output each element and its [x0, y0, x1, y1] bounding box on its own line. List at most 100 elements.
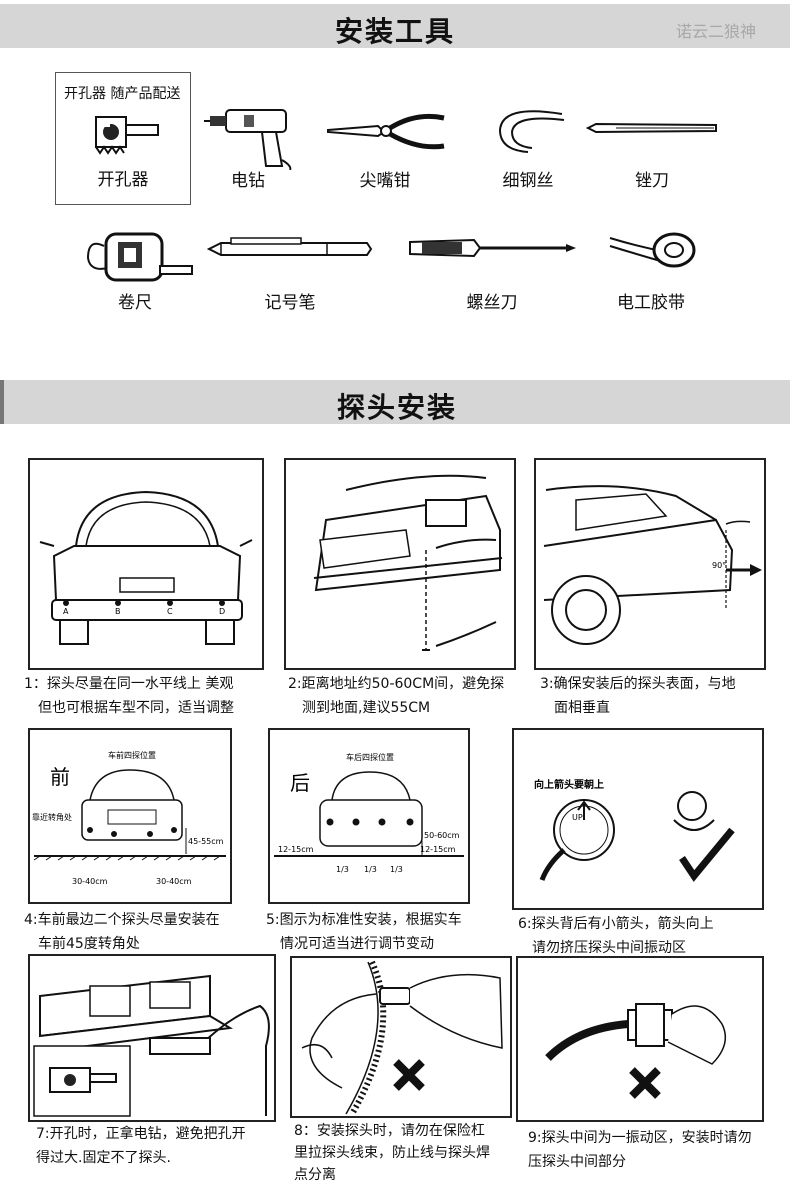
tool-label-wire: 细钢丝 — [502, 171, 554, 191]
step5-figure: 后 车后四探位置 50-60cm 12-15cm 12-15cm 1/3 1/3… — [268, 728, 470, 904]
car-perpendicular-illustration: 90° — [543, 485, 762, 645]
step2-caption: 2:距离地址约50-60CM间，避免探 测到地面,建议55CM — [288, 672, 504, 720]
tool-label-electrical-tape: 电工胶带 — [617, 293, 685, 313]
tools-header: 安装工具 诺云二狼神 — [0, 4, 790, 48]
wire-icon — [498, 110, 565, 153]
step1-caption: 1：探头尽量在同一水平线上 美观 但也可根据车型不同，适当调整 — [24, 672, 234, 720]
step4-figure: 前 车前四探位置 靠近转角处 45-55cm 30-40cm 30-40cm — [28, 728, 232, 904]
tool-marker-pen: 记号笔 — [205, 222, 375, 322]
supplied-note: 开孔器 随产品配送 — [64, 86, 181, 102]
arrow-note: 向上箭头要朝上 — [534, 778, 604, 791]
install-header: 探头安装 — [0, 380, 790, 424]
step8-figure — [290, 956, 512, 1118]
screwdriver-icon — [409, 238, 576, 258]
rear-side-left: 12-15cm — [278, 845, 314, 854]
step9-caption: 9:探头中间为一振动区，安装时请勿 压探头中间部分 — [528, 1126, 752, 1174]
tool-label-screwdriver: 螺丝刀 — [466, 293, 518, 313]
sensor-label-d: D — [219, 607, 225, 616]
front-height: 45-55cm — [188, 837, 224, 846]
step7-line2: 得过大.固定不了探头. — [36, 1150, 171, 1166]
tool-drill: 电钻 — [198, 90, 298, 200]
tool-tape-measure: 卷尺 — [80, 222, 193, 322]
step3-line1: 3:确保安装后的探头表面，与地 — [540, 676, 736, 692]
step8-caption: 8：安装探头时，请勿在保险杠 里拉探头线束，防止线与探头焊 点分离 — [294, 1120, 490, 1186]
drilling-illustration — [33, 974, 270, 1117]
rear-sensor-layout-illustration: 后 车后四探位置 50-60cm 12-15cm 12-15cm 1/3 1/3… — [274, 752, 464, 874]
step7-caption: 7:开孔时，正拿电钻，避免把孔开 得过大.固定不了探头. — [36, 1122, 246, 1170]
electrical-tape-icon — [609, 232, 696, 268]
step6-caption: 6:探头背后有小箭头，箭头向上 请勿挤压探头中间振动区 — [518, 912, 714, 960]
tape-measure-icon — [86, 232, 193, 282]
watermark: 诺云二狼神 — [675, 22, 756, 41]
front-spacing-left: 30-40cm — [72, 877, 108, 886]
supplied-tool-box: 开孔器 随产品配送 开孔器 — [55, 72, 191, 205]
step1-figure: A B C D — [28, 458, 264, 670]
car-side-measure-illustration — [313, 474, 503, 651]
step1-line1: 1：探头尽量在同一水平线上 美观 — [24, 676, 234, 692]
step4-caption: 4:车前最边二个探头尽量安装在 车前45度转角处 — [24, 908, 220, 956]
step8-line3: 点分离 — [294, 1167, 336, 1183]
tool-label-hole-saw: 开孔器 — [97, 170, 149, 190]
step7-figure — [28, 954, 276, 1122]
step6-line1: 6:探头背后有小箭头，箭头向上 — [518, 916, 714, 932]
tool-label-drill: 电钻 — [231, 171, 265, 191]
step2-line2: 测到地面,建议55CM — [302, 700, 431, 716]
front-sensor-layout-illustration: 前 车前四探位置 靠近转角处 45-55cm 30-40cm 30-40cm — [32, 750, 226, 886]
step7-line1: 7:开孔时，正拿电钻，避免把孔开 — [36, 1126, 246, 1142]
step3-line2: 面相垂直 — [554, 700, 610, 716]
hole-saw-icon — [95, 116, 159, 155]
tool-screwdriver: 螺丝刀 — [404, 222, 580, 322]
angle-label: 90° — [712, 561, 726, 570]
car-rear-illustration: A B C D — [39, 490, 253, 645]
tool-label-tape-measure: 卷尺 — [118, 293, 152, 313]
file-icon — [586, 122, 717, 134]
rear-frac-3: 1/3 — [390, 865, 403, 874]
tools-title: 安装工具 — [334, 15, 455, 48]
step8-line1: 8：安装探头时，请勿在保险杠 — [294, 1123, 485, 1139]
step9-figure — [516, 956, 764, 1122]
step6-line2: 请勿挤压探头中间振动区 — [532, 940, 686, 956]
tool-file: 锉刀 — [582, 90, 722, 200]
rear-frac-2: 1/3 — [364, 865, 377, 874]
tool-wire: 细钢丝 — [478, 90, 578, 200]
step9-line2: 压探头中间部分 — [528, 1154, 626, 1170]
tool-electrical-tape: 电工胶带 — [598, 222, 704, 322]
tool-label-marker-pen: 记号笔 — [264, 293, 316, 313]
step5-line1: 5:图示为标准性安装，根据实车 — [266, 912, 462, 928]
front-spacing-right: 30-40cm — [156, 877, 192, 886]
step9-line1: 9:探头中间为一振动区，安装时请勿 — [528, 1130, 752, 1146]
step3-caption: 3:确保安装后的探头表面，与地 面相垂直 — [540, 672, 736, 720]
up-mark: UP — [572, 813, 583, 822]
sensor-press-warning-illustration — [545, 1003, 727, 1099]
tool-label-pliers: 尖嘴钳 — [359, 171, 411, 191]
wire-pull-warning-illustration — [301, 960, 503, 1116]
front-title: 车前四探位置 — [108, 750, 156, 760]
step2-line1: 2:距离地址约50-60CM间，避免探 — [288, 676, 505, 692]
marker-pen-icon — [207, 237, 373, 256]
sensor-label-a: A — [63, 607, 69, 616]
front-char: 前 — [50, 765, 70, 789]
tool-pliers: 尖嘴钳 — [320, 90, 450, 200]
rear-frac-1: 1/3 — [336, 865, 349, 874]
rear-side-right: 12-15cm — [420, 845, 456, 854]
step2-figure — [284, 458, 516, 670]
tool-label-file: 锉刀 — [635, 171, 669, 191]
pliers-icon — [327, 113, 445, 150]
sensor-label-c: C — [167, 607, 173, 616]
sensor-arrow-illustration: 向上箭头要朝上 UP — [534, 778, 735, 882]
rear-char: 后 — [290, 771, 310, 795]
install-title: 探头安装 — [336, 391, 457, 424]
step5-line2: 情况可适当进行调节变动 — [280, 936, 434, 952]
step3-figure: 90° — [534, 458, 766, 670]
rear-height: 50-60cm — [424, 831, 460, 840]
step8-line2: 里拉探头线束，防止线与探头焊 — [294, 1145, 490, 1161]
rear-title: 车后四探位置 — [346, 752, 394, 762]
sensor-label-b: B — [115, 607, 121, 616]
step1-line2: 但也可根据车型不同，适当调整 — [38, 700, 234, 716]
step6-figure: 向上箭头要朝上 UP — [512, 728, 764, 910]
front-corner-note: 靠近转角处 — [32, 812, 72, 822]
drill-icon — [204, 109, 292, 170]
step4-line2: 车前45度转角处 — [38, 936, 140, 952]
step5-caption: 5:图示为标准性安装，根据实车 情况可适当进行调节变动 — [266, 908, 462, 956]
step4-line1: 4:车前最边二个探头尽量安装在 — [24, 912, 220, 928]
